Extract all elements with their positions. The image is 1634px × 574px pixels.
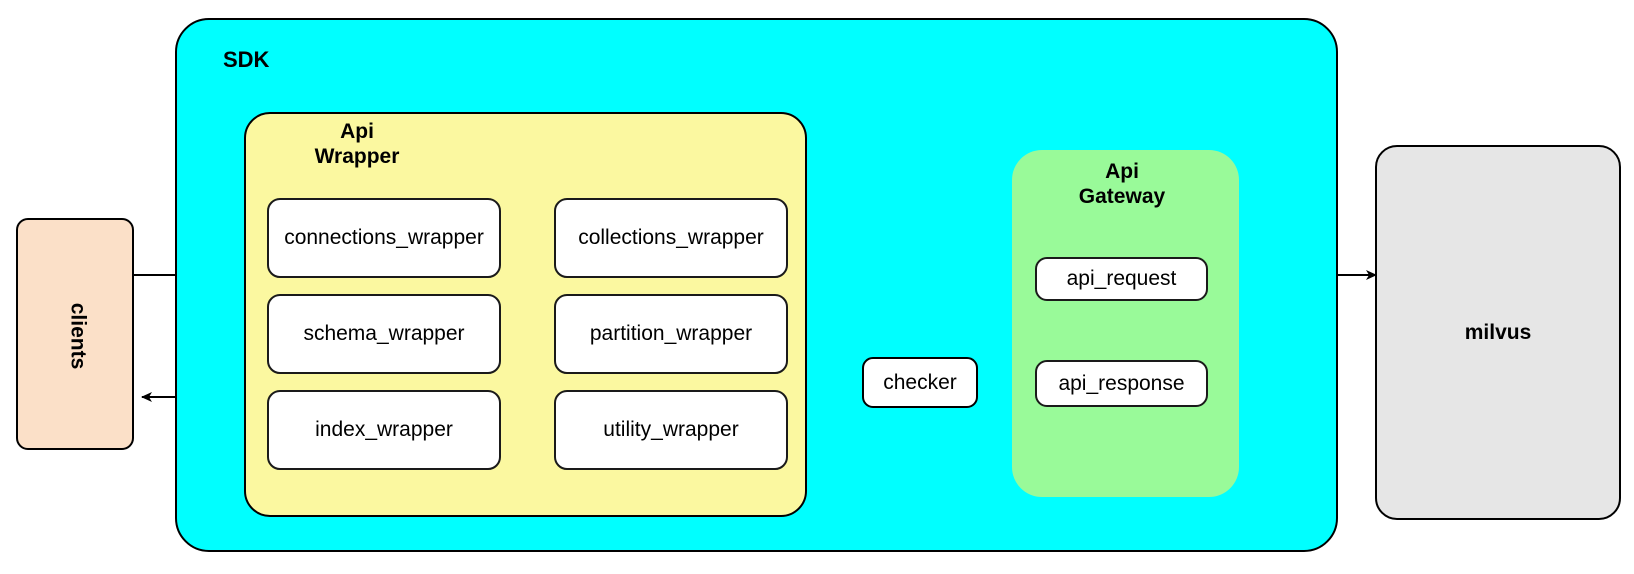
- cell-collections-wrapper[interactable]: collections_wrapper: [554, 198, 788, 278]
- clients-label-text: clients: [66, 302, 89, 370]
- api-wrapper-container[interactable]: Api Wrapper connections_wrapper collecti…: [244, 112, 807, 517]
- checker-box[interactable]: checker: [862, 357, 978, 408]
- api-wrapper-label: Api Wrapper: [314, 120, 400, 168]
- api-gateway-label: Api Gateway: [1078, 160, 1166, 208]
- cell-partition-wrapper[interactable]: partition_wrapper: [554, 294, 788, 374]
- cell-connections-wrapper[interactable]: connections_wrapper: [267, 198, 501, 278]
- clients-label: clients: [18, 220, 136, 452]
- cell-utility-wrapper[interactable]: utility_wrapper: [554, 390, 788, 470]
- cell-index-wrapper[interactable]: index_wrapper: [267, 390, 501, 470]
- cell-api-response[interactable]: api_response: [1035, 360, 1208, 407]
- cell-api-request[interactable]: api_request: [1035, 257, 1208, 301]
- clients-box[interactable]: clients: [16, 218, 134, 450]
- cell-schema-wrapper[interactable]: schema_wrapper: [267, 294, 501, 374]
- sdk-container[interactable]: SDK Api Wrapper connections_wrapper coll…: [175, 18, 1338, 552]
- api-gateway-container[interactable]: Api Gateway api_request api_response: [1012, 150, 1239, 497]
- milvus-box[interactable]: milvus: [1375, 145, 1621, 520]
- sdk-label: SDK: [223, 47, 270, 72]
